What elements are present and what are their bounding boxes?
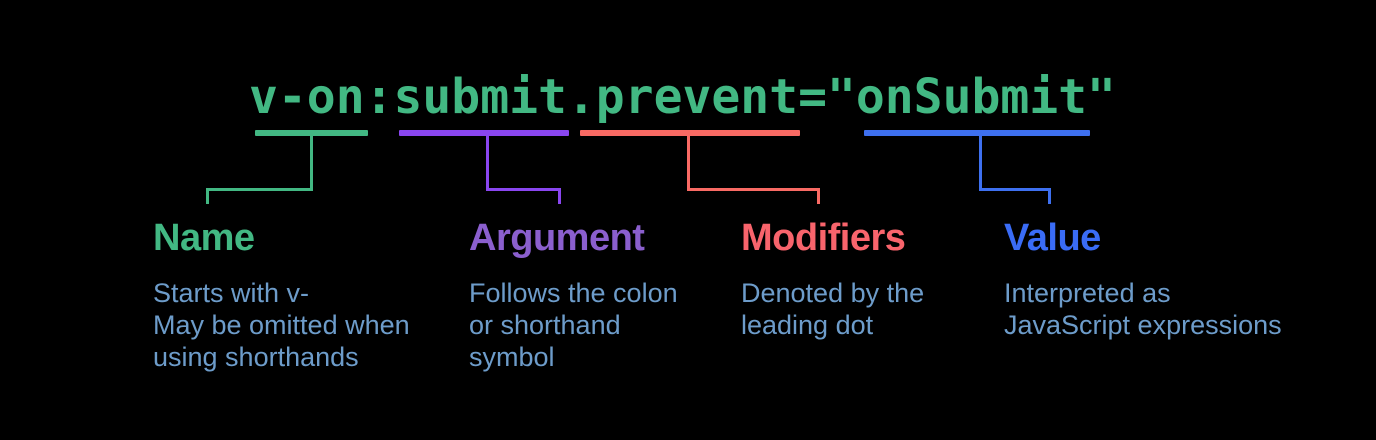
modifiers-label: Modifiers bbox=[741, 217, 906, 259]
description-line: May be omitted when bbox=[153, 310, 410, 340]
description-line: leading dot bbox=[741, 310, 874, 340]
description-line: Denoted by the bbox=[741, 278, 925, 308]
value-description: Interpreted as JavaScript expressions bbox=[1004, 277, 1282, 341]
directive-code-text: v-on:submit.prevent="onSubmit" bbox=[249, 69, 1116, 125]
description-line: JavaScript expressions bbox=[1004, 310, 1282, 340]
modifiers-underline bbox=[580, 130, 800, 136]
argument-description: Follows the colon or shorthand symbol bbox=[469, 277, 678, 373]
name-description: Starts with v- May be omitted when using… bbox=[153, 277, 410, 373]
value-connector-line bbox=[979, 136, 1051, 204]
name-label: Name bbox=[153, 217, 255, 259]
name-underline bbox=[255, 130, 368, 136]
argument-label: Argument bbox=[469, 217, 645, 259]
value-underline bbox=[864, 130, 1090, 136]
description-line: Follows the colon bbox=[469, 278, 678, 308]
name-connector-line bbox=[206, 136, 313, 204]
description-line: using shorthands bbox=[153, 342, 359, 372]
description-line: or shorthand bbox=[469, 310, 621, 340]
argument-underline bbox=[399, 130, 569, 136]
description-line: Interpreted as bbox=[1004, 278, 1171, 308]
modifiers-description: Denoted by the leading dot bbox=[741, 277, 924, 341]
modifiers-connector-line bbox=[687, 136, 820, 204]
argument-connector-line bbox=[486, 136, 561, 204]
description-line: Starts with v- bbox=[153, 278, 310, 308]
value-label: Value bbox=[1004, 217, 1101, 259]
description-line: symbol bbox=[469, 342, 555, 372]
